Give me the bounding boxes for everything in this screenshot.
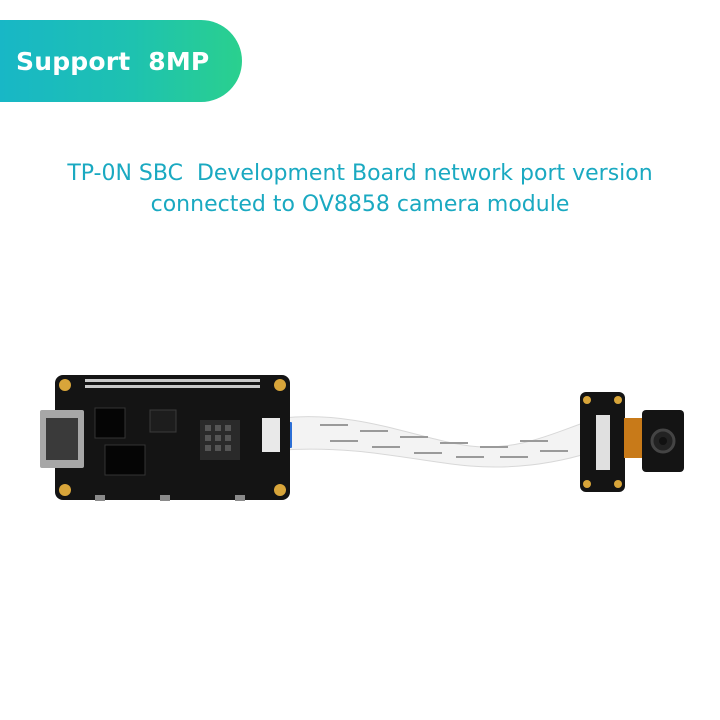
feature-badge: Support 8MP xyxy=(0,20,242,102)
product-photo xyxy=(40,375,684,501)
caption-line-1: TP-0N SBC Development Board network port… xyxy=(67,161,653,186)
caption-line-2: connected to OV8858 camera module xyxy=(150,192,570,217)
feature-badge-text: Support 8MP xyxy=(16,46,210,76)
product-caption: TP-0N SBC Development Board network port… xyxy=(0,158,720,220)
ribbon-cable xyxy=(278,416,593,468)
sbc-board xyxy=(40,375,290,501)
camera-module xyxy=(580,392,684,492)
